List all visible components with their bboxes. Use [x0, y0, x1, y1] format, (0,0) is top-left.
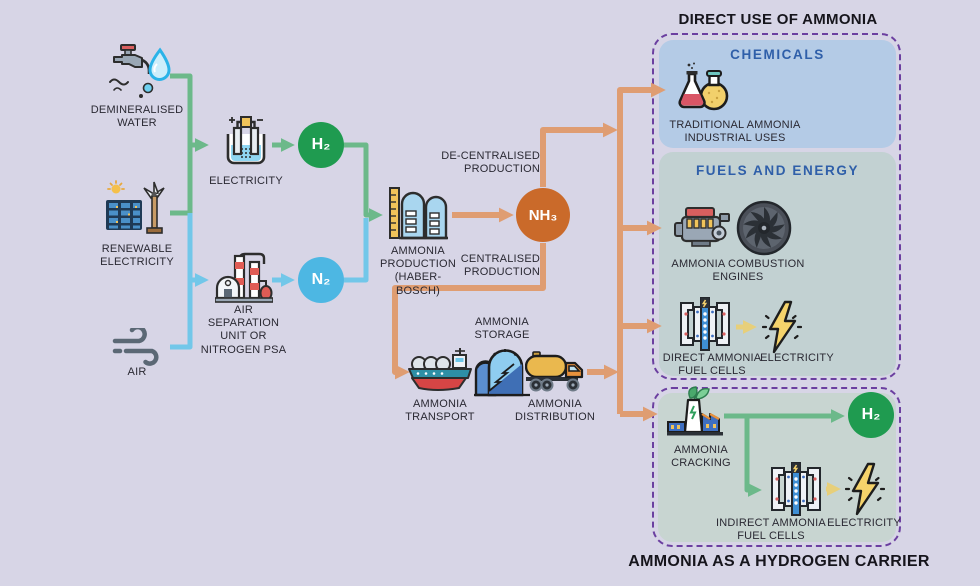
ammonia-production-icon: [389, 187, 448, 240]
electricity-bolt-carrier-icon: [845, 462, 885, 516]
nh3-node: NH₃: [516, 188, 570, 242]
label-ammonia-cracking: AMMONIA CRACKING: [671, 444, 731, 470]
arrow-h2-to-production: [344, 142, 383, 222]
h2-carrier-label: H₂: [861, 406, 881, 423]
tanker-truck-icon: [525, 351, 584, 392]
air-separation-unit-icon: [215, 252, 273, 303]
label-electricity-direct: ELECTRICITY: [760, 352, 834, 364]
label-traditional-uses: TRADITIONAL AMMONIA INDUSTRIAL USES: [669, 119, 801, 145]
fuels-heading: FUELS AND ENERGY: [695, 163, 860, 178]
electrolyzer-icon: [226, 116, 266, 165]
storage-tanks-icon: [474, 349, 530, 397]
h2-label: H₂: [311, 136, 331, 153]
arrow-centralised-to-ship: [392, 243, 546, 380]
arrow-decentralised: [540, 122, 618, 187]
label-decentralised: DE-CENTRALISED PRODUCTION: [441, 150, 540, 176]
air-wind-icon: [112, 328, 159, 366]
label-centralised: CENTRALISED PRODUCTION: [460, 253, 540, 279]
chemicals-heading: CHEMICALS: [730, 47, 825, 62]
gas-turbine-icon: [736, 200, 792, 256]
ammonia-cracking-icon: [667, 386, 723, 436]
h2-carrier-node: H₂: [848, 392, 894, 438]
chemistry-flasks-icon: [678, 62, 729, 111]
label-direct-fuel-cells: DIRECT AMMONIA FUEL CELLS: [662, 352, 762, 378]
label-combustion-engines: AMMONIA COMBUSTION ENGINES: [671, 258, 805, 284]
nh3-label: NH₃: [528, 206, 558, 224]
label-electrolysis: ELECTRICITY: [209, 175, 283, 187]
label-air: AIR: [127, 366, 147, 378]
trunk-to-chemicals: [617, 82, 666, 414]
label-indirect-fuel-cells: INDIRECT AMMONIA FUEL CELLS: [716, 517, 826, 543]
h2-node: H₂: [298, 122, 344, 168]
direct-fuel-cell-icon: [680, 297, 730, 351]
water-tap-icon: [109, 44, 171, 98]
n2-node: N₂: [298, 257, 344, 303]
indirect-fuel-cell-icon: [771, 462, 821, 516]
line-water-renewable-junction: [170, 73, 193, 216]
label-demineralised-water: DEMINERALISED WATER: [90, 104, 184, 130]
arrow-cracking-to-indirect-fuelcell: [744, 416, 762, 497]
direct-use-dashed-border: [652, 33, 901, 380]
label-air-separation: AIR SEPARATION UNIT OR NITROGEN PSA: [200, 304, 287, 356]
electricity-bolt-icon: [762, 300, 802, 354]
line-n2-to-production: [344, 218, 369, 283]
label-ammonia-storage: AMMONIA STORAGE: [474, 316, 530, 342]
carrier-title: AMMONIA AS A HYDROGEN CARRIER: [628, 553, 930, 570]
label-ammonia-distribution: AMMONIA DISTRIBUTION: [514, 398, 595, 424]
label-renewable-electricity: RENEWABLE ELECTRICITY: [100, 243, 174, 269]
label-electricity-indirect: ELECTRICITY: [827, 517, 901, 529]
tanker-ship-icon: [408, 348, 472, 391]
combustion-engine-icon: [674, 207, 730, 247]
n2-label: N₂: [311, 271, 331, 288]
label-ammonia-transport: AMMONIA TRANSPORT: [405, 398, 475, 424]
renewable-electricity-icon: [106, 180, 165, 234]
line-junction-to-air: [170, 213, 193, 350]
direct-use-title: DIRECT USE OF AMMONIA: [678, 11, 878, 28]
label-ammonia-production: AMMONIA PRODUCTION (HABER- BOSCH): [380, 245, 456, 297]
carrier-dashed-border: [652, 387, 901, 547]
